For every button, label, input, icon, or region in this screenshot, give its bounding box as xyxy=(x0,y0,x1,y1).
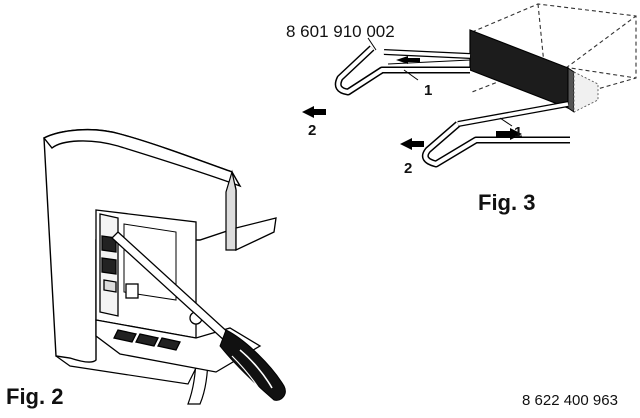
dashboard-panel xyxy=(42,129,277,405)
step-1-label-upper: 1 xyxy=(424,82,433,99)
fig2-drawing xyxy=(42,129,286,405)
step-2-label-upper: 2 xyxy=(308,122,317,139)
release-key-lower xyxy=(421,101,570,168)
label-leader-1-upper xyxy=(403,69,419,81)
step-2-label-lower: 2 xyxy=(404,160,413,177)
part-number-label: 8 601 910 002 xyxy=(286,22,395,41)
screwdriver xyxy=(111,231,286,401)
document-reference-number: 8 622 400 963 xyxy=(522,392,618,409)
label-leader-1-lower xyxy=(499,117,513,127)
insert-arrow-lower xyxy=(496,128,522,140)
pull-arrow-lower xyxy=(400,138,424,150)
step-1-label-lower: 1 xyxy=(514,124,523,141)
fig3-drawing xyxy=(302,3,637,168)
fig3-caption: Fig. 3 xyxy=(478,190,536,215)
fig2-caption: Fig. 2 xyxy=(6,384,64,409)
pull-arrow-upper xyxy=(302,106,326,118)
radio-front-panel xyxy=(469,29,599,113)
release-key-upper xyxy=(334,37,471,96)
insert-arrow-upper xyxy=(396,56,420,64)
